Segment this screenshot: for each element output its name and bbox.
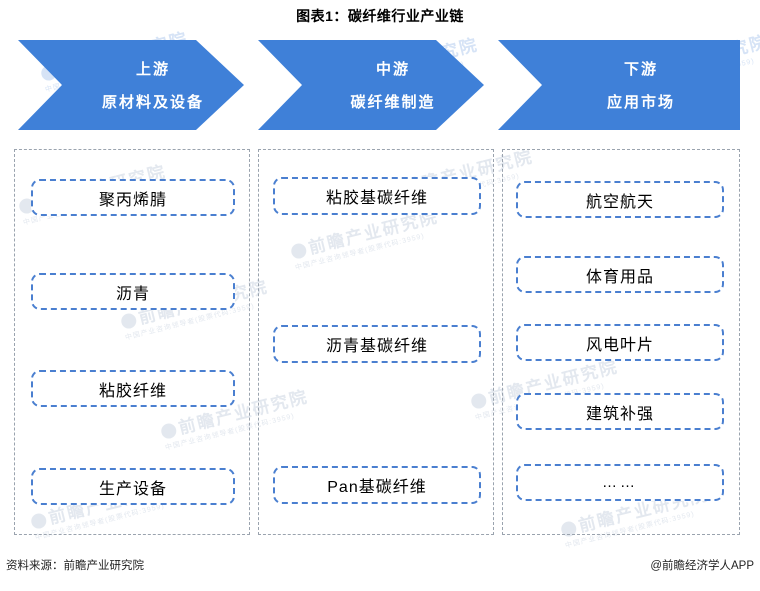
node-downstream-2[interactable]: 体育用品 — [516, 256, 724, 293]
column-midstream: 粘胶基碳纤维 沥青基碳纤维 Pan基碳纤维 — [258, 149, 494, 535]
node-downstream-1[interactable]: 航空航天 — [516, 181, 724, 218]
node-label: 体育用品 — [585, 268, 654, 286]
node-midstream-3[interactable]: Pan基碳纤维 — [273, 466, 481, 504]
node-label: 沥青基碳纤维 — [325, 338, 428, 355]
footer-source: 资料来源：前瞻产业研究院 — [6, 560, 144, 572]
node-downstream-3[interactable]: 风电叶片 — [516, 324, 724, 361]
value-chain-arrow-band: 上游 原材料及设备 中游 碳纤维制造 下游 应用市场 — [0, 40, 760, 130]
node-upstream-2[interactable]: 沥青 — [31, 273, 235, 310]
node-label: 粘胶基碳纤维 — [325, 190, 428, 207]
node-label: 建筑补强 — [585, 405, 654, 423]
footer-brand: @前瞻经济学人APP — [650, 560, 754, 572]
node-label: 粘胶纤维 — [98, 382, 167, 400]
column-upstream: 聚丙烯腈 沥青 粘胶纤维 生产设备 — [14, 149, 250, 535]
node-label: …… — [602, 474, 638, 491]
node-label: Pan基碳纤维 — [327, 479, 427, 496]
node-downstream-5[interactable]: …… — [516, 464, 724, 501]
node-upstream-3[interactable]: 粘胶纤维 — [31, 370, 235, 407]
page-title: 图表1：碳纤维行业产业链 — [296, 8, 464, 24]
node-label: 聚丙烯腈 — [98, 191, 167, 209]
node-label: 沥青 — [115, 285, 150, 303]
node-label: 风电叶片 — [585, 336, 654, 354]
node-label: 航空航天 — [585, 193, 654, 211]
node-label: 生产设备 — [98, 480, 167, 498]
node-midstream-1[interactable]: 粘胶基碳纤维 — [273, 177, 481, 215]
node-upstream-4[interactable]: 生产设备 — [31, 468, 235, 505]
node-upstream-1[interactable]: 聚丙烯腈 — [31, 179, 235, 216]
arrow-upstream[interactable] — [0, 40, 760, 130]
node-downstream-4[interactable]: 建筑补强 — [516, 393, 724, 430]
column-downstream: 航空航天 体育用品 风电叶片 建筑补强 …… — [502, 149, 740, 535]
node-midstream-2[interactable]: 沥青基碳纤维 — [273, 325, 481, 363]
